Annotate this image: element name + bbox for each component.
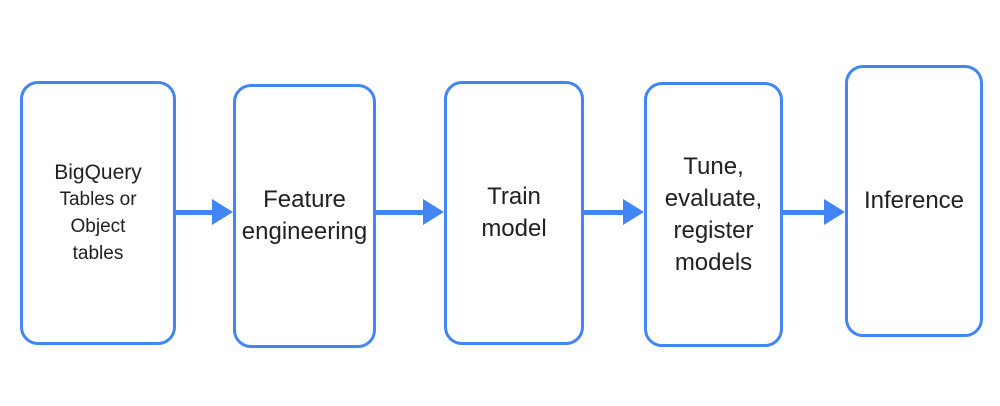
step-label: Train model bbox=[481, 181, 546, 245]
step-label-line: BigQuery bbox=[54, 161, 142, 184]
arrow-right-icon bbox=[423, 199, 444, 225]
step-label-line: Train bbox=[487, 183, 541, 210]
arrow-right-icon bbox=[824, 199, 845, 225]
step-label-line: Feature bbox=[263, 186, 346, 213]
step-label-line: Inference bbox=[863, 187, 965, 214]
arrow-shaft bbox=[783, 209, 824, 215]
step-box-train-model: Train model bbox=[444, 81, 584, 345]
flow-arrow-4 bbox=[783, 199, 845, 225]
arrow-shaft bbox=[376, 209, 423, 215]
step-label-line: tables bbox=[72, 243, 124, 264]
step-box-bigquery-tables: BigQuery Tables or Object tables bbox=[20, 81, 176, 345]
step-label: Feature engineering bbox=[242, 184, 367, 248]
step-label-line: Tables or bbox=[59, 189, 137, 210]
step-label: Inference bbox=[864, 185, 964, 217]
step-label-line: Object bbox=[70, 216, 126, 237]
step-label-line: evaluate, bbox=[664, 184, 763, 212]
arrow-right-icon bbox=[623, 199, 644, 225]
step-label: BigQuery Tables or Object tables bbox=[54, 159, 142, 267]
arrow-shaft bbox=[176, 209, 212, 215]
step-label: Tune, evaluate, register models bbox=[665, 151, 762, 279]
step-box-tune-evaluate-register-models: Tune, evaluate, register models bbox=[644, 82, 783, 347]
step-label-line: Tune, bbox=[683, 152, 744, 180]
step-label-line: models bbox=[674, 248, 753, 276]
step-box-feature-engineering: Feature engineering bbox=[233, 84, 376, 348]
flow-arrow-1 bbox=[176, 199, 233, 225]
flow-arrow-2 bbox=[376, 199, 444, 225]
step-label-line: engineering bbox=[241, 218, 368, 245]
step-label-line: register bbox=[673, 216, 754, 244]
arrow-shaft bbox=[584, 209, 623, 215]
arrow-right-icon bbox=[212, 199, 233, 225]
step-label-line: model bbox=[481, 215, 547, 242]
flow-arrow-3 bbox=[584, 199, 644, 225]
step-box-inference: Inference bbox=[845, 65, 983, 337]
